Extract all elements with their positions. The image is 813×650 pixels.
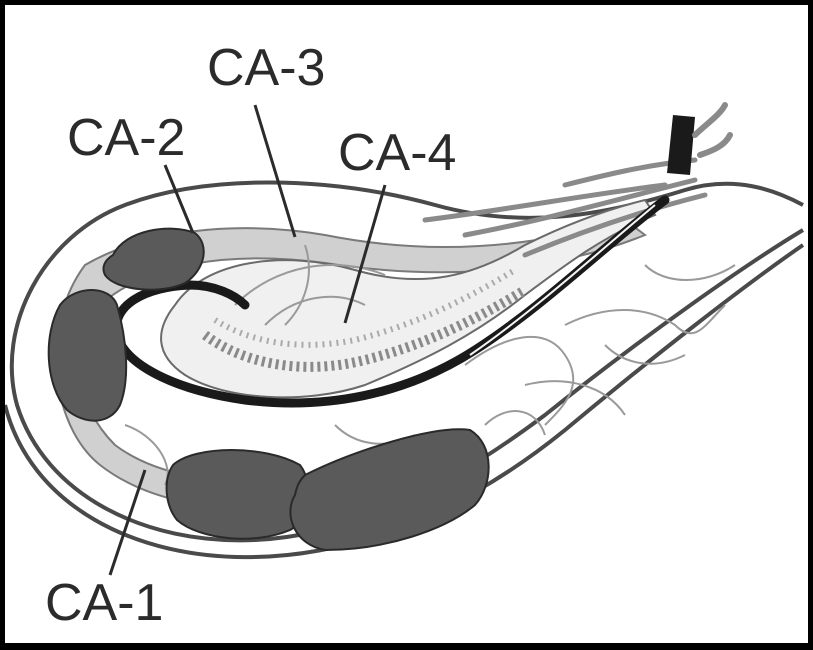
label-ca3: CA-3	[207, 39, 325, 97]
dark-region-bottom-right	[290, 429, 488, 550]
ca3-leader	[255, 105, 295, 237]
dark-region-bottom-left	[167, 450, 309, 539]
hippocampus-diagram: CA-3 CA-2 CA-4 CA-1	[5, 5, 808, 643]
label-ca1: CA-1	[45, 574, 163, 632]
dark-region-top	[103, 229, 203, 290]
fimbria-branch	[695, 105, 730, 155]
ca2-leader	[165, 165, 193, 233]
label-ca2: CA-2	[67, 109, 185, 167]
fimbria-tip	[667, 115, 695, 175]
diagram-canvas: CA-3 CA-2 CA-4 CA-1	[5, 5, 808, 643]
fimbria-fibers	[425, 160, 705, 255]
label-ca4: CA-4	[338, 124, 456, 182]
dark-region-left	[49, 290, 126, 421]
